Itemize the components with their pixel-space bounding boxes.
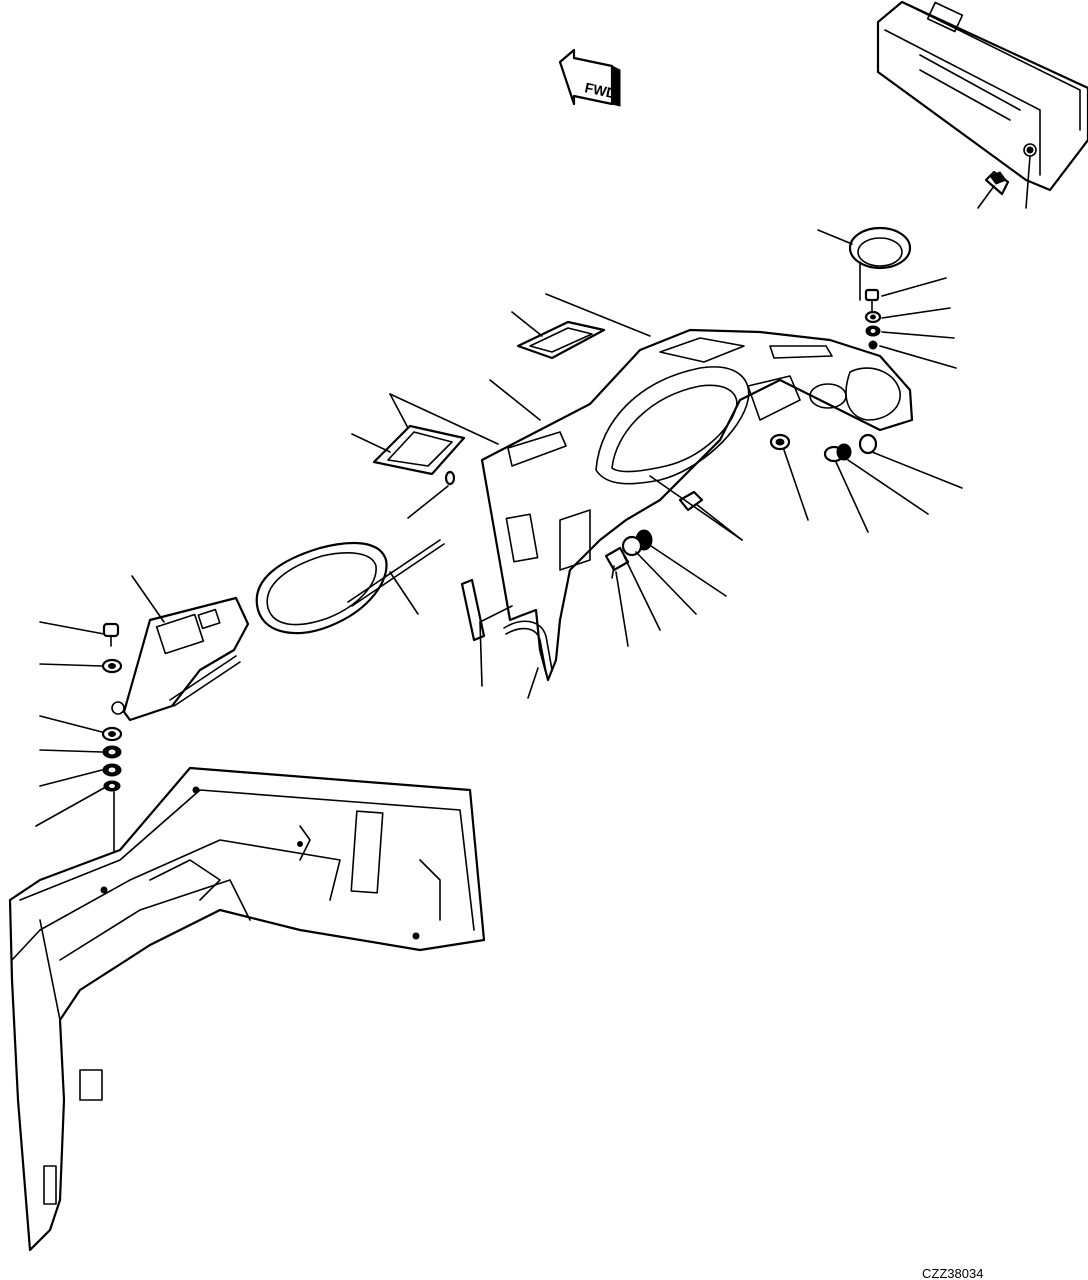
leader-line (479, 621, 483, 687)
leader-line (623, 555, 661, 631)
hose-clip (503, 620, 553, 673)
leader-line (615, 571, 629, 647)
leader-line (635, 551, 697, 615)
duct-gasket-lower (372, 424, 466, 476)
leader-line (35, 787, 105, 827)
leader-line (881, 307, 951, 319)
dashboard-cover (480, 328, 914, 682)
nut (868, 340, 878, 350)
leader-line (39, 715, 103, 733)
leader-line (489, 379, 541, 421)
bracket-plate (111, 596, 250, 722)
forward-arrow-label: FWD (583, 79, 618, 101)
instrument-panel-bezel (255, 541, 388, 635)
leader-line (407, 485, 449, 519)
leader-line (847, 459, 929, 515)
leader-line (389, 571, 419, 615)
cab-floor-frame (8, 766, 486, 1252)
drawing-code: CZZ38034 (922, 1266, 983, 1280)
leader-line (871, 451, 963, 489)
seal-strip (460, 578, 486, 642)
leader-line (647, 543, 727, 597)
leader-line (527, 667, 539, 699)
leader-line (879, 345, 957, 369)
leader-line (39, 769, 103, 787)
leader-line (389, 393, 499, 445)
leader-line (835, 461, 869, 533)
leader-line (1025, 155, 1031, 209)
monitor-connector (984, 170, 1010, 196)
leader-line (649, 475, 743, 541)
leader-line (881, 277, 947, 297)
leader-line (39, 749, 103, 753)
monitor-unit (876, 0, 1088, 192)
rotary-switch (823, 433, 878, 463)
washer (103, 780, 121, 792)
duct-gasket-upper (516, 320, 606, 360)
leader-line (39, 621, 105, 635)
leader-line (131, 575, 165, 623)
leader-line (351, 433, 391, 453)
washer (102, 745, 122, 759)
leader-line (479, 605, 513, 623)
washer (864, 310, 882, 324)
leader-line (817, 229, 853, 245)
leader-line (39, 663, 103, 667)
washer (865, 325, 881, 337)
switch-knob (769, 433, 791, 451)
washer (101, 726, 123, 742)
leader-line (511, 311, 543, 337)
leader-line (881, 331, 955, 339)
washer (101, 658, 123, 674)
harness-strip (347, 539, 445, 607)
clip (444, 470, 456, 486)
bolt (864, 288, 880, 313)
leader-line (389, 393, 409, 429)
bolt (102, 622, 120, 647)
cap-plug (678, 490, 704, 512)
knob-assembly (604, 529, 653, 579)
ring-gasket (848, 226, 912, 270)
leader-line (783, 449, 809, 521)
leader-line (545, 293, 651, 337)
forward-direction-arrow: FWD (558, 48, 621, 107)
washer (102, 763, 122, 777)
leader-line (977, 185, 995, 209)
